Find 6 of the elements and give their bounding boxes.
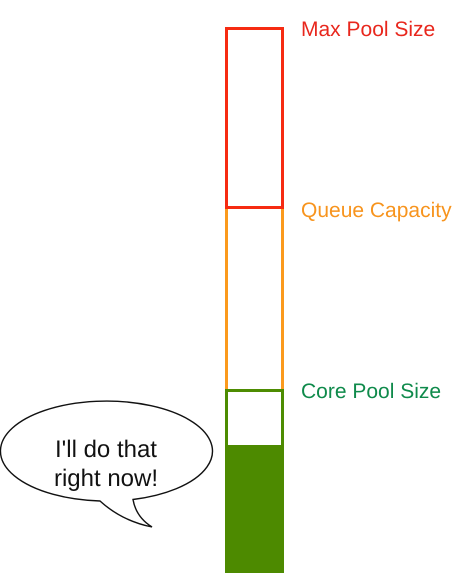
speech-bubble — [0, 399, 216, 529]
segment-label: Core Pool Size — [301, 378, 442, 404]
speech-text: I'll do that right now! — [52, 435, 160, 493]
segment-label: Max Pool Size — [301, 16, 436, 42]
fill-level-bar — [225, 445, 284, 573]
segment-label: Queue Capacity — [301, 198, 452, 223]
